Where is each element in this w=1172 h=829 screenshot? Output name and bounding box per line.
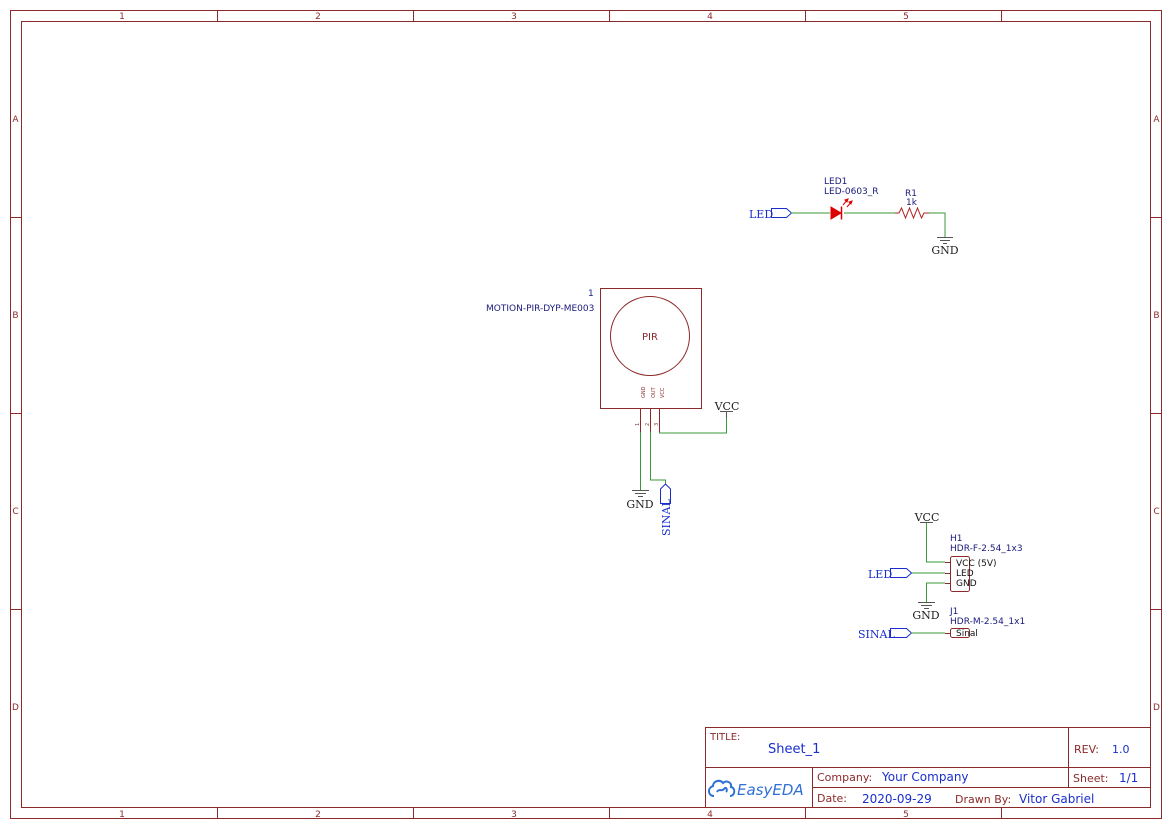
frame-column-labels-top: 1 2 3 4 5 xyxy=(119,12,909,22)
column-label: 4 xyxy=(707,810,713,820)
led-diode-icon xyxy=(830,206,842,220)
h1-part: HDR-F-2.54_1x3 xyxy=(950,544,1023,554)
r1-designator: R1 xyxy=(905,189,917,199)
row-label: B xyxy=(12,311,18,321)
ground-icon xyxy=(937,237,953,244)
net-flag-icon xyxy=(890,568,913,578)
net-label-sinal: SINAL xyxy=(660,499,673,536)
pir-label: PIR xyxy=(642,332,658,343)
row-label: C xyxy=(1153,507,1159,517)
net-label-led: LED xyxy=(749,208,773,221)
resistor-icon xyxy=(895,206,929,220)
cloud-icon xyxy=(708,779,736,797)
net-flag-icon xyxy=(660,483,671,504)
j1-pin-label: Sinal xyxy=(956,629,978,639)
row-label: D xyxy=(1153,703,1160,713)
sheet-frame xyxy=(10,10,1162,819)
column-label: 5 xyxy=(903,12,909,22)
light-emission-icon xyxy=(842,198,853,208)
header-j1: J1 HDR-M-2.54_1x1 SINAL Sinal xyxy=(858,607,1025,641)
rev-value: 1.0 xyxy=(1112,743,1130,756)
net-label-sinal: SINAL xyxy=(858,628,895,641)
power-vcc-icon xyxy=(720,411,733,418)
title-label: TITLE: xyxy=(709,732,740,743)
ground-label: GND xyxy=(912,609,939,622)
pir-lens-icon xyxy=(610,296,690,376)
frame-row-labels-right: A B C D xyxy=(1153,115,1160,713)
r1-symbol[interactable] xyxy=(895,206,929,220)
net-label-led: LED xyxy=(868,568,892,581)
h1-designator: H1 xyxy=(950,534,963,544)
sheet-label: Sheet: xyxy=(1073,772,1109,785)
column-label: 3 xyxy=(511,810,517,820)
vcc-label: VCC xyxy=(714,400,740,413)
pir-part: MOTION-PIR-DYP-ME003 xyxy=(486,304,594,314)
frame-column-labels-bottom: 1 2 3 4 5 xyxy=(119,810,909,820)
ground-label: GND xyxy=(931,244,958,257)
date-label: Date: xyxy=(817,792,847,805)
row-label: A xyxy=(1153,115,1160,125)
row-label: C xyxy=(12,507,18,517)
column-label: 5 xyxy=(903,810,909,820)
sheet-value: 1/1 xyxy=(1119,771,1138,785)
drawn-by-label: Drawn By: xyxy=(955,793,1011,806)
pir-pin-number: 3 xyxy=(654,423,660,426)
drawn-by-value: Vitor Gabriel xyxy=(1019,792,1094,806)
pir-module: 1 MOTION-PIR-DYP-ME003 PIR GND OUT VCC 1… xyxy=(486,288,740,536)
company-value: Your Company xyxy=(881,770,969,784)
title-block: TITLE: Sheet_1 REV: 1.0 EasyEDA Company:… xyxy=(705,727,1151,808)
pir-pin-number: 2 xyxy=(645,423,651,426)
r1-value: 1k xyxy=(906,198,918,208)
pir-pin-name-out: OUT xyxy=(651,386,657,398)
header-h1: VCC H1 HDR-F-2.54_1x3 VCC (5V) LED GND L… xyxy=(868,511,1023,622)
column-label: 2 xyxy=(315,810,321,820)
net-flag-icon xyxy=(771,208,793,218)
column-label: 2 xyxy=(315,12,321,22)
pir-sensor-symbol[interactable]: PIR xyxy=(600,288,702,409)
column-label: 4 xyxy=(707,12,713,22)
column-label: 3 xyxy=(511,12,517,22)
led1-part: LED-0603_R xyxy=(824,187,879,197)
h1-header-symbol[interactable] xyxy=(945,556,970,592)
pir-pin-name-vcc: VCC xyxy=(660,387,666,398)
net-flag-icon xyxy=(890,628,913,638)
j1-designator: J1 xyxy=(949,607,958,617)
vcc-label: VCC xyxy=(914,511,940,524)
h1-pin-label: GND xyxy=(956,579,977,589)
column-label: 1 xyxy=(119,810,125,820)
row-label: D xyxy=(12,703,19,713)
ground-label: GND xyxy=(626,498,653,511)
date-value: 2020-09-29 xyxy=(862,792,932,806)
led-circuit: LED LED1 LED-0603_R R1 1k xyxy=(749,177,959,257)
pir-pin-number: 1 xyxy=(635,423,641,426)
ground-icon xyxy=(632,490,649,497)
h1-pin-label: LED xyxy=(956,569,974,579)
easyeda-logo: EasyEDA xyxy=(708,779,804,799)
j1-header-symbol[interactable] xyxy=(945,628,970,638)
led1-symbol[interactable] xyxy=(830,198,853,220)
pir-pin-name-gnd: GND xyxy=(641,386,647,398)
company-label: Company: xyxy=(817,771,872,784)
row-label: B xyxy=(1153,311,1159,321)
pir-designator: 1 xyxy=(588,289,594,299)
rev-label: REV: xyxy=(1074,743,1099,756)
j1-part: HDR-M-2.54_1x1 xyxy=(950,617,1025,627)
led1-designator: LED1 xyxy=(824,177,847,187)
h1-pin-label: VCC (5V) xyxy=(956,559,997,569)
row-label: A xyxy=(12,115,19,125)
sheet-title: Sheet_1 xyxy=(768,742,820,757)
frame-row-labels-left: A B C D xyxy=(12,115,19,713)
column-label: 1 xyxy=(119,12,125,22)
logo-text: EasyEDA xyxy=(737,781,804,799)
ground-icon xyxy=(918,602,935,609)
